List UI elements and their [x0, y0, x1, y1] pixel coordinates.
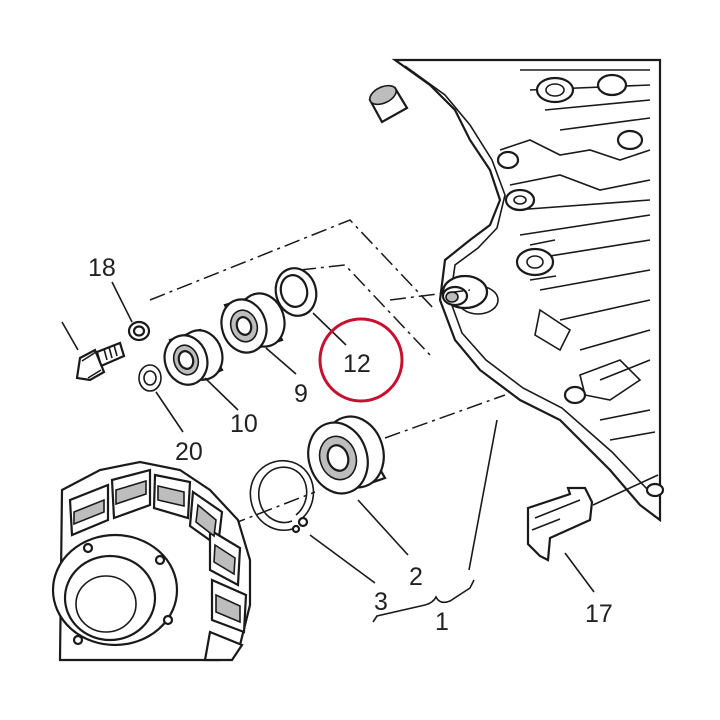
circlip-20: 20 [138, 364, 203, 466]
group-bracket-1: 1 [372, 419, 498, 636]
bearing-9: 9 [220, 292, 308, 408]
callout-2: 2 [409, 563, 423, 591]
assembly-centerlines [149, 219, 506, 526]
idler-shaft-boss [441, 239, 557, 310]
callout-3: 3 [374, 588, 388, 616]
callout-20: 20 [175, 438, 203, 466]
callout-18: 18 [88, 254, 116, 282]
bearing-2: 2 [307, 415, 423, 591]
clip-plate-17: 17 [526, 474, 659, 628]
callout-1: 1 [435, 608, 449, 636]
callout-9: 9 [294, 380, 308, 408]
gear [51, 460, 252, 662]
circlip-3: 3 [249, 459, 388, 616]
highlight-circle [318, 317, 404, 403]
washer-18: 18 [88, 254, 151, 342]
bolt [61, 321, 126, 382]
callout-17: 17 [585, 600, 613, 628]
shim-washer-12: 12 [274, 267, 404, 403]
dowel-pin [368, 84, 409, 124]
crankcase-housing [391, 58, 665, 523]
bearing-10: 10 [163, 328, 258, 438]
callout-12: 12 [343, 350, 371, 378]
callout-10: 10 [230, 410, 258, 438]
